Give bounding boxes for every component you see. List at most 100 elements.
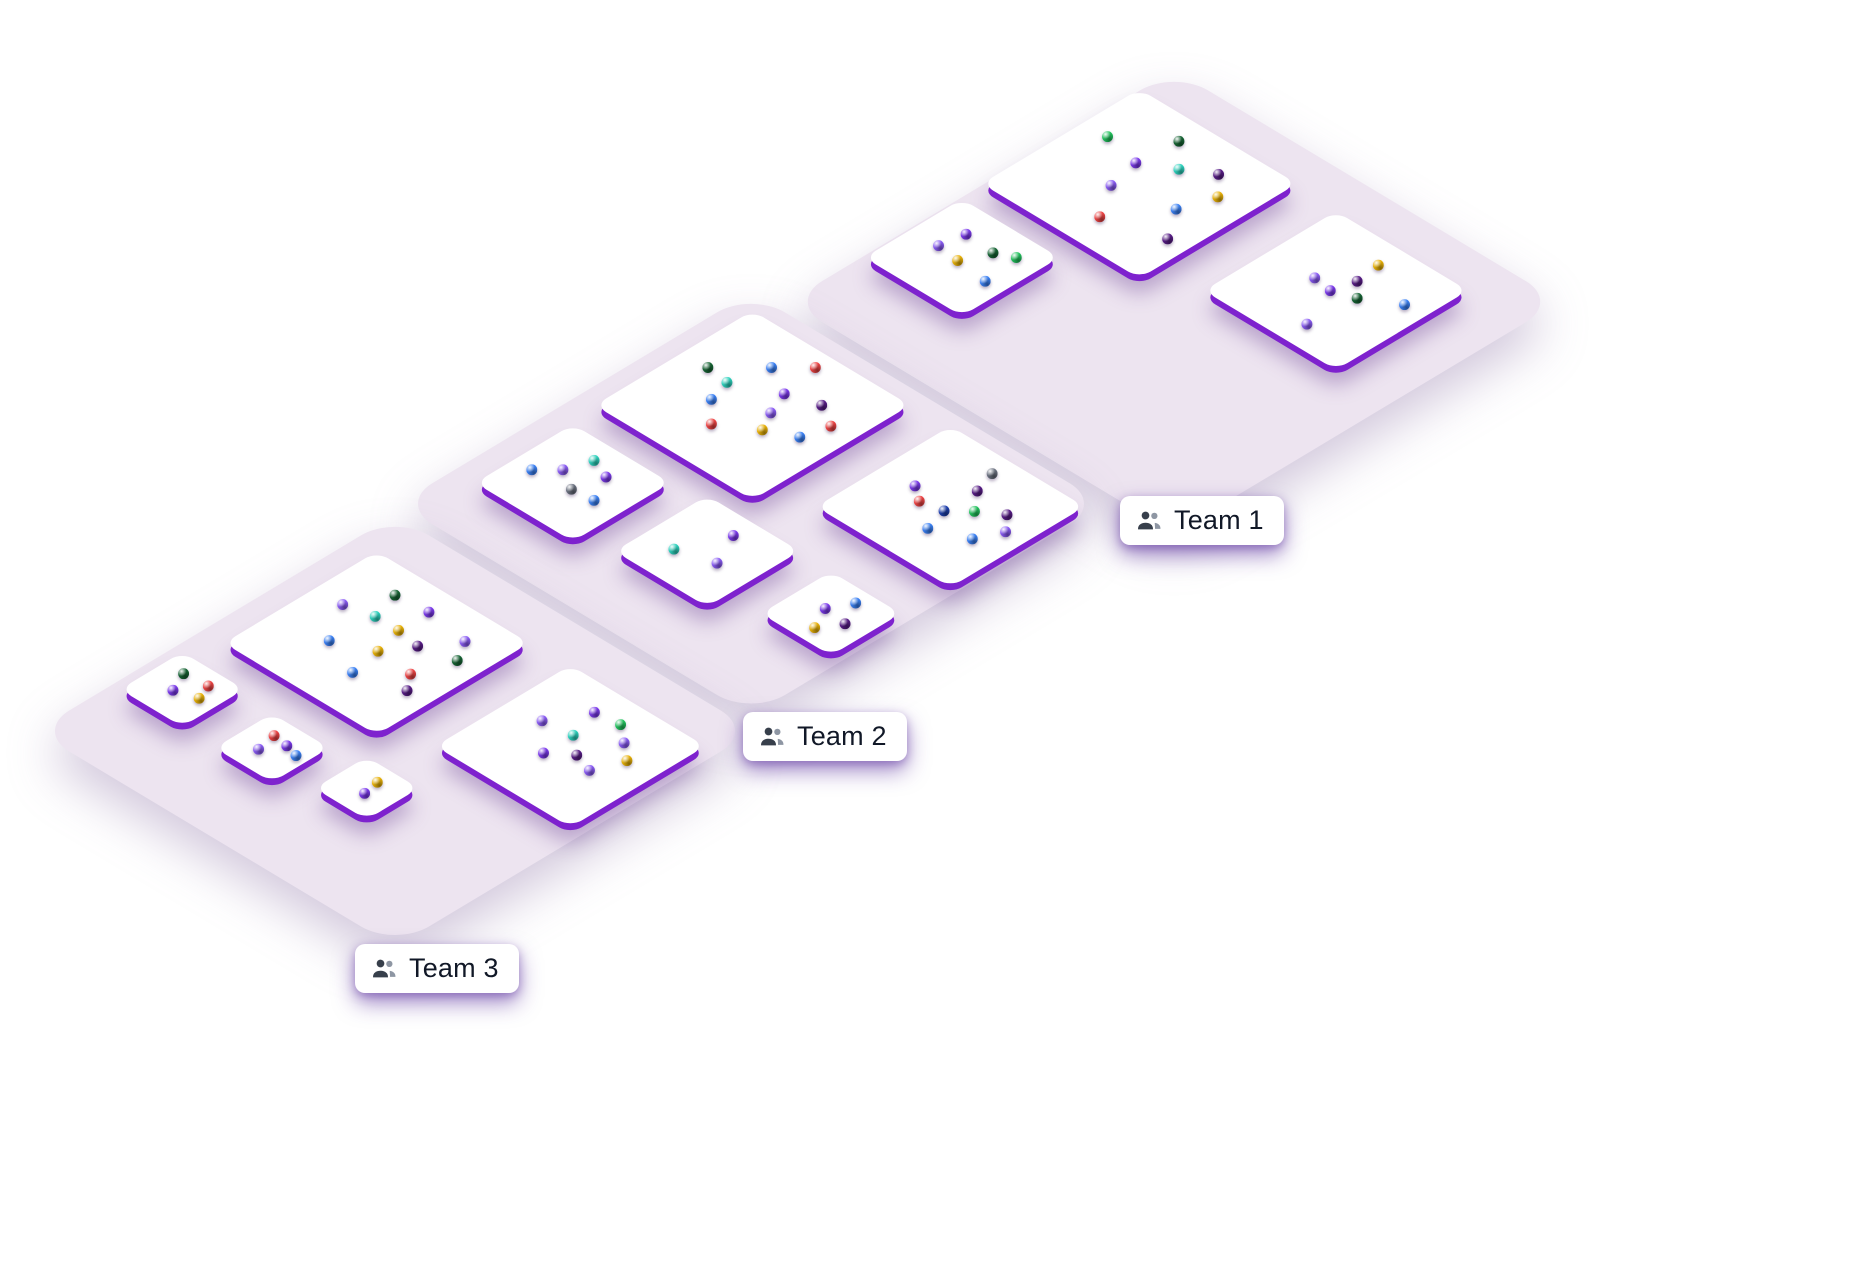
board-surface (223, 551, 530, 735)
board-surface (214, 713, 330, 783)
member-dot (359, 787, 371, 799)
team-badge-label: Team 2 (797, 721, 887, 751)
board-surface (435, 665, 706, 828)
member-dot (423, 606, 435, 618)
member-dot (721, 377, 733, 389)
team-1-board-3 (1203, 211, 1469, 377)
member-dot (765, 407, 777, 419)
member-dot (922, 522, 934, 534)
member-dot (979, 275, 991, 287)
member-dot (567, 729, 579, 741)
member-dot (404, 668, 416, 680)
board-surface (119, 652, 245, 727)
member-dot (1173, 164, 1185, 176)
member-dot (459, 635, 471, 647)
member-dot (1130, 157, 1142, 169)
member-dot (951, 254, 963, 266)
member-dot (1301, 318, 1313, 330)
member-dot (389, 589, 401, 601)
member-dot (702, 361, 714, 373)
team-2-board-5 (760, 571, 901, 663)
member-dot (537, 747, 549, 759)
member-dot (1351, 293, 1363, 305)
team-2-badge[interactable]: Team 2 (743, 712, 907, 761)
member-dot (987, 247, 999, 259)
member-dot (1170, 203, 1182, 215)
member-dot (1162, 233, 1174, 245)
team-3-board-4 (314, 756, 420, 827)
member-dot (794, 431, 806, 443)
member-dot (1212, 191, 1224, 203)
member-dot (1212, 168, 1224, 180)
member-dot (986, 468, 998, 480)
member-dot (1309, 272, 1321, 284)
team-3-badge[interactable]: Team 3 (355, 944, 519, 993)
member-dot (756, 424, 768, 436)
member-dot (914, 495, 926, 507)
member-dot (392, 624, 404, 636)
member-dot (252, 743, 264, 755)
member-dot (969, 506, 981, 518)
member-dot (614, 718, 626, 730)
member-dot (268, 730, 280, 742)
member-dot (705, 418, 717, 430)
team-members-icon (1135, 507, 1163, 535)
team-3-board-1 (223, 551, 530, 742)
member-dot (966, 533, 978, 545)
team-members-icon (758, 723, 786, 751)
member-dot (401, 685, 413, 697)
team-1-badge[interactable]: Team 1 (1120, 496, 1284, 545)
board-surface (314, 756, 420, 820)
team-badge-label: Team 3 (409, 953, 499, 983)
member-dot (1011, 252, 1023, 264)
team-badge-label: Team 1 (1174, 505, 1264, 535)
member-dot (1105, 180, 1117, 192)
member-dot (526, 464, 538, 476)
member-dot (566, 483, 578, 495)
member-dot (816, 399, 828, 411)
member-dot (290, 749, 302, 761)
member-dot (337, 599, 349, 611)
member-dot (1094, 211, 1106, 223)
member-dot (372, 645, 384, 657)
member-dot (825, 420, 837, 432)
member-dot (1173, 135, 1185, 147)
member-dot (323, 634, 335, 646)
member-dot (778, 388, 790, 400)
member-dot (371, 776, 383, 788)
member-dot (960, 228, 972, 240)
member-dot (621, 755, 633, 767)
member-dot (809, 621, 821, 633)
member-dot (557, 464, 569, 476)
member-dot (412, 640, 424, 652)
team-members-icon (370, 955, 398, 983)
member-dot (600, 471, 612, 483)
member-dot (588, 494, 600, 506)
team-3-platform (35, 515, 755, 947)
member-dot (1325, 285, 1337, 297)
member-dot (536, 715, 548, 727)
member-dot (346, 666, 358, 678)
member-dot (202, 680, 214, 692)
member-dot (909, 480, 921, 492)
board-surface (1203, 211, 1469, 370)
team-2-board-4 (816, 426, 1085, 595)
member-dot (705, 394, 717, 406)
member-dot (971, 485, 983, 497)
member-dot (999, 526, 1011, 538)
member-dot (819, 603, 831, 615)
team-3-board-2 (119, 652, 245, 734)
member-dot (583, 765, 595, 777)
member-dot (167, 684, 179, 696)
member-dot (1351, 275, 1363, 287)
member-dot (1001, 509, 1013, 521)
member-dot (618, 737, 630, 749)
member-dot (177, 668, 189, 680)
board-surface (816, 426, 1085, 588)
member-dot (281, 740, 293, 752)
member-dot (1102, 130, 1114, 142)
member-dot (1372, 259, 1384, 271)
member-dot (571, 749, 583, 761)
board-surface (760, 571, 901, 656)
